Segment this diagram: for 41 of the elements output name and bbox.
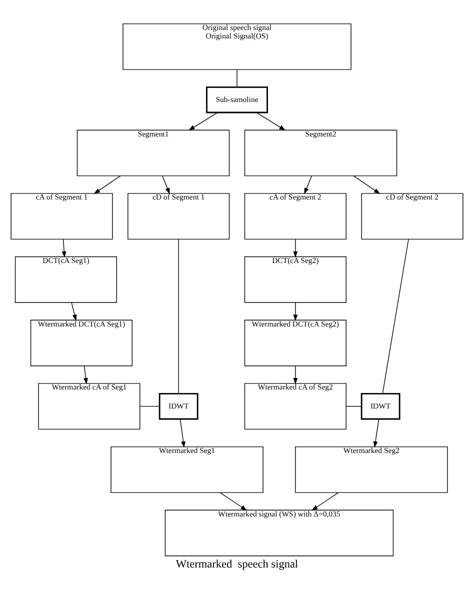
arrow xyxy=(188,112,218,130)
node-box: Original speech signal Original Signal(OS) xyxy=(122,22,352,70)
node-box: cA of Segment 2 xyxy=(244,192,346,240)
arrow xyxy=(293,302,298,321)
connector xyxy=(236,68,238,87)
node-box: Wtermarked Seg1 xyxy=(110,446,264,492)
node-box: Wtermarked DCT(cA Seg1) xyxy=(30,319,132,366)
arrow xyxy=(162,175,170,194)
arrow xyxy=(293,238,298,258)
arrow xyxy=(62,238,66,258)
node-box: Wtermarked signal (WS) with Δ=0,035 xyxy=(164,509,394,556)
connector xyxy=(346,405,362,406)
node-box: cA of Segment 1 xyxy=(10,192,113,240)
caption: Wtermarked speech signal xyxy=(176,558,298,570)
node-box: DCT(cA Seg2) xyxy=(244,256,346,302)
arrow xyxy=(220,492,247,510)
node-box: IDWT xyxy=(360,392,400,420)
arrow xyxy=(373,418,380,448)
arrow xyxy=(293,365,298,384)
arrow xyxy=(311,492,339,510)
connector xyxy=(178,238,179,394)
arrow xyxy=(180,418,186,448)
node-box: Segment2 xyxy=(244,129,398,176)
node-box: Wtermarked cA of Seg1 xyxy=(38,382,140,430)
node-box: Wtermarked DCT(cA Seg2) xyxy=(244,319,346,366)
arrow xyxy=(84,365,88,384)
node-box: Sub-samoline xyxy=(206,86,268,113)
node-box: cD of Segment 2 xyxy=(361,192,464,240)
node-box: IDWT xyxy=(158,392,198,420)
connector xyxy=(140,405,160,406)
node-box: Wtermarked Seg2 xyxy=(295,446,448,492)
node-box: cD of Segment 1 xyxy=(128,192,230,240)
node-box: Wtermarked cA of Seg2 xyxy=(244,382,346,430)
arrow xyxy=(353,175,380,194)
arrow xyxy=(304,175,312,194)
node-box: Segment1 xyxy=(76,129,230,176)
arrow xyxy=(71,302,77,320)
arrow xyxy=(94,175,121,194)
node-box: DCT(cA Seg1) xyxy=(14,256,117,302)
connector xyxy=(382,238,409,394)
arrow xyxy=(256,112,286,130)
